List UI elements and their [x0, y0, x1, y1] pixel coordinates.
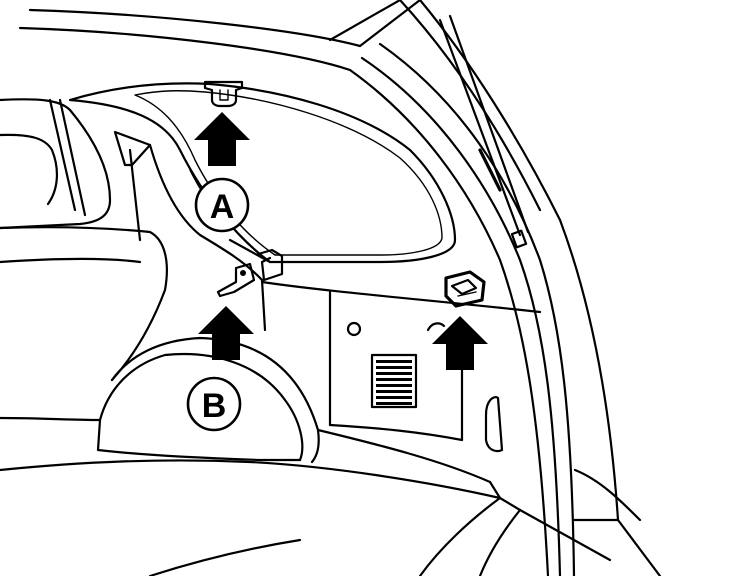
callout-a: A — [194, 177, 250, 233]
arrow-clip-b-left — [198, 306, 254, 360]
arrow-clip-a — [194, 112, 250, 166]
clip-b-hook-left — [216, 248, 284, 298]
cargo-floor — [0, 416, 522, 576]
vent-grille — [370, 353, 418, 409]
roof-outline — [18, 0, 422, 72]
clip-a-fastener — [203, 80, 244, 108]
arrow-clip-b-right — [432, 316, 488, 370]
tailgate-opening-frame — [348, 0, 662, 576]
clip-b-hook-right — [444, 270, 486, 308]
callout-a-label: A — [210, 188, 235, 226]
callout-b-label: B — [202, 387, 227, 425]
gas-strut — [438, 14, 530, 249]
rear-seat — [0, 98, 168, 382]
callout-b: B — [186, 376, 242, 432]
quarter-window — [68, 82, 457, 264]
